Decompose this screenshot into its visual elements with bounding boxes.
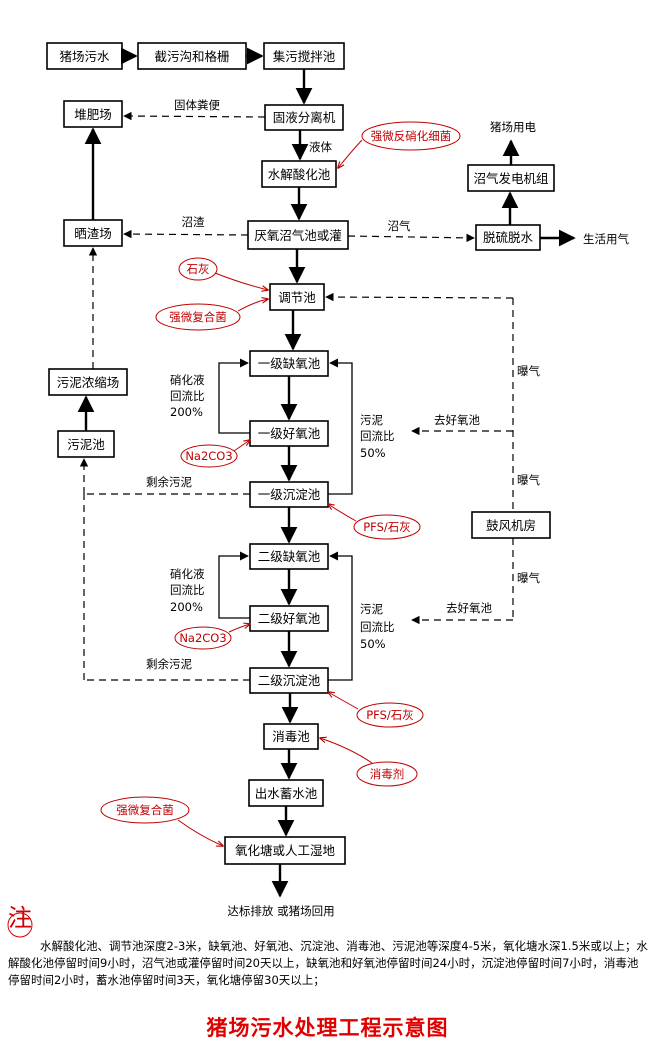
box-label: 出水蓄水池 [255, 786, 318, 801]
box-compost-yard: 堆肥场 [63, 100, 123, 128]
label-sludge-ratio-2: 回流比 [360, 620, 395, 634]
box-generator: 沼气发电机组 [467, 164, 555, 192]
box-label: 固液分离机 [273, 110, 336, 125]
note-text: 水解酸化池、调节池深度2-3米，缺氧池、好氧池、沉淀池、消毒池、污泥池等深度4-… [8, 939, 648, 987]
dashed-flow-lines [79, 111, 514, 681]
box-label: 二级缺氧池 [258, 549, 321, 564]
label-aeration-1: 曝气 [517, 364, 540, 378]
box-storage-tank: 出水蓄水池 [248, 779, 324, 807]
box-label: 猪场污水 [59, 49, 110, 64]
box-anoxic-2: 二级缺氧池 [249, 543, 329, 570]
annotation-label: 强微复合菌 [169, 310, 227, 324]
label-nitrate-return-1: 硝化液 [170, 373, 205, 387]
box-label: 集污搅拌池 [273, 49, 336, 64]
box-collection-tank: 集污搅拌池 [263, 42, 345, 70]
label-excess-sludge-1: 剩余污泥 [146, 475, 192, 489]
box-label: 污泥池 [67, 437, 105, 452]
box-label: 截污沟和格栅 [154, 49, 229, 64]
box-regulating-tank: 调节池 [269, 283, 325, 311]
box-solid-liquid-separator: 固液分离机 [264, 104, 344, 131]
label-sludge-return-2: 污泥 [360, 602, 383, 616]
label-to-aerobic-1: 去好氧池 [434, 413, 480, 427]
box-oxidation-pond: 氧化塘或人工湿地 [224, 836, 346, 865]
box-blower-room: 鼓风机房 [471, 511, 551, 539]
box-desulfurize: 脱硫脱水 [475, 224, 541, 251]
label-aeration-3: 曝气 [517, 571, 540, 585]
box-label: 一级缺氧池 [258, 356, 321, 371]
annotation-label: Na2CO3 [179, 631, 226, 645]
label-nitrate-ratio-2: 回流比 [170, 583, 205, 597]
annotation-compound-bacteria-2: 强微复合菌 [100, 796, 223, 846]
annotation-label: 消毒剂 [370, 767, 405, 781]
box-sludge-tank: 污泥池 [57, 430, 115, 458]
label-liquid: 液体 [309, 140, 332, 154]
box-label: 调节池 [278, 290, 316, 305]
box-label: 厌氧沼气池或灌 [254, 228, 342, 243]
box-settling-2: 二级沉淀池 [249, 667, 329, 694]
box-drying-yard: 晒渣场 [63, 219, 123, 247]
label-sludge-ratio-1: 回流比 [360, 429, 395, 443]
label-nitrate-percent-1: 200% [170, 405, 203, 419]
box-pig-wastewater: 猪场污水 [46, 42, 123, 70]
annotation-na2co3-2: Na2CO3 [174, 624, 250, 650]
label-sludge-percent-2: 50% [360, 637, 386, 651]
annotation-denitrify-bacteria: 强微反硝化细菌 [338, 121, 461, 168]
label-nitrate-percent-2: 200% [170, 600, 203, 614]
box-label: 脱硫脱水 [483, 230, 534, 245]
note-mark-circle [7, 912, 33, 938]
box-label: 氧化塘或人工湿地 [235, 843, 336, 858]
annotation-pfs-lime-2: PFS/石灰 [328, 692, 424, 728]
box-aerobic-2: 二级好氧池 [249, 605, 329, 632]
annotation-label: 石灰 [187, 262, 210, 276]
process-note: 注 水解酸化池、调节池深度2-3米，缺氧池、好氧池、沉淀池、消毒池、污泥池等深度… [8, 906, 648, 989]
box-label: 二级好氧池 [258, 611, 321, 626]
annotation-label: 强微复合菌 [116, 803, 174, 817]
label-domestic-gas: 生活用气 [583, 232, 629, 246]
annotation-disinfectant: 消毒剂 [320, 738, 418, 787]
annotation-label: PFS/石灰 [366, 708, 414, 722]
box-label: 一级好氧池 [258, 426, 321, 441]
label-nitrate-ratio-1: 回流比 [170, 389, 205, 403]
note-mark: 注 [8, 904, 32, 932]
annotation-pfs-lime-1: PFS/石灰 [328, 504, 421, 540]
box-label: 消毒池 [272, 729, 310, 744]
label-aeration-2: 曝气 [517, 473, 540, 487]
annotation-label: 强微反硝化细菌 [371, 129, 452, 143]
box-label: 一级沉淀池 [258, 487, 321, 502]
recirculation-loops [218, 358, 353, 681]
label-residue: 沼渣 [182, 215, 205, 229]
label-sludge-return-1: 污泥 [360, 413, 383, 427]
box-label: 二级沉淀池 [258, 673, 321, 688]
annotation-lime: 石灰 [178, 257, 268, 290]
box-label: 水解酸化池 [268, 167, 331, 182]
label-biogas: 沼气 [388, 219, 411, 233]
box-label: 沼气发电机组 [473, 171, 548, 186]
label-to-aerobic-2: 去好氧池 [446, 601, 492, 615]
label-sludge-percent-1: 50% [360, 446, 386, 460]
box-label: 鼓风机房 [486, 518, 536, 533]
box-label: 堆肥场 [74, 107, 112, 122]
box-sludge-thickening: 污泥浓缩场 [48, 368, 128, 396]
box-disinfection: 消毒池 [263, 723, 319, 750]
diagram-title: 猪场污水处理工程示意图 [206, 1016, 449, 1040]
box-label: 晒渣场 [74, 226, 112, 241]
label-farm-power: 猪场用电 [490, 120, 536, 134]
box-anoxic-1: 一级缺氧池 [249, 350, 329, 377]
annotation-label: PFS/石灰 [363, 520, 411, 534]
box-hydrolysis-tank: 水解酸化池 [261, 160, 337, 188]
annotation-label: Na2CO3 [185, 449, 232, 463]
label-excess-sludge-2: 剩余污泥 [146, 657, 192, 671]
box-settling-1: 一级沉淀池 [249, 481, 329, 508]
box-aerobic-1: 一级好氧池 [249, 420, 329, 447]
label-nitrate-return-2: 硝化液 [170, 567, 205, 581]
box-grit-grille: 截污沟和格栅 [137, 42, 247, 70]
box-label: 污泥浓缩场 [57, 375, 120, 390]
label-solid-manure: 固体粪便 [174, 98, 220, 112]
label-discharge: 达标排放 或猪场回用 [227, 904, 334, 918]
box-anaerobic-tank: 厌氧沼气池或灌 [247, 220, 349, 250]
annotation-compound-bacteria-1: 强微复合菌 [155, 299, 268, 331]
annotation-na2co3-1: Na2CO3 [180, 440, 250, 468]
main-flow-arrows [77, 47, 576, 898]
